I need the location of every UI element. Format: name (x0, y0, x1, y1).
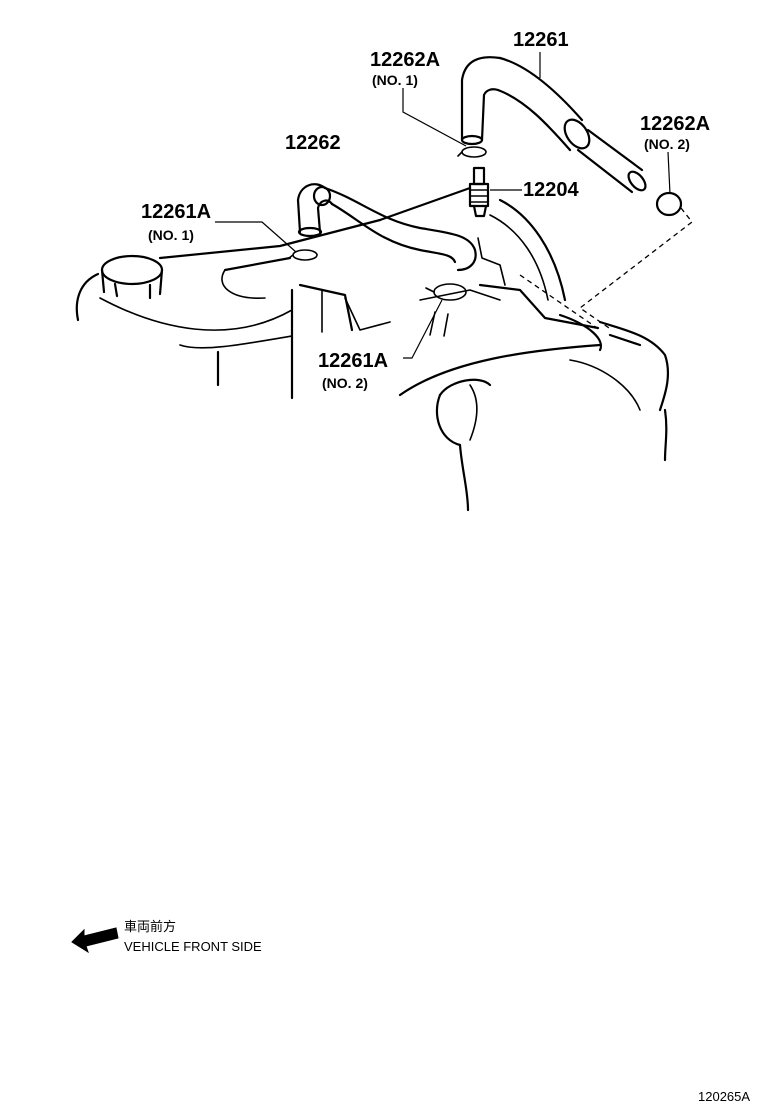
callout-12261a-no1-sub: (NO. 1) (148, 227, 194, 243)
callout-12261: 12261 (513, 29, 569, 51)
engine-outline (75, 186, 669, 512)
callout-12262a-no1: 12262A (370, 49, 440, 71)
callout-labels: 12261 12262A (NO. 1) 12262A (NO. 2) 1226… (141, 29, 710, 391)
front-side-en: VEHICLE FRONT SIDE (124, 939, 262, 954)
callout-12262a-no1-sub: (NO. 1) (372, 72, 418, 88)
hose-12261 (460, 56, 647, 194)
vehicle-front-indicator: 車両前方 VEHICLE FRONT SIDE (71, 919, 262, 954)
clamps (288, 146, 683, 301)
callout-12261a-no1: 12261A (141, 201, 211, 223)
callout-12262a-no2-sub: (NO. 2) (644, 136, 690, 152)
callout-12262a-no2: 12262A (640, 113, 710, 135)
front-arrow-icon (71, 927, 119, 954)
callout-12261a-no2: 12261A (318, 350, 388, 372)
drawing-number: 120265A (698, 1089, 750, 1104)
dashed-relations (519, 207, 693, 331)
hose-12262 (296, 183, 477, 272)
callout-12262: 12262 (285, 132, 341, 154)
callout-12204: 12204 (523, 179, 579, 201)
leader-lines (215, 52, 671, 359)
front-side-jp: 車両前方 (124, 919, 176, 934)
pcv-valve-12204 (468, 166, 490, 218)
callout-12261a-no2-sub: (NO. 2) (322, 375, 368, 391)
